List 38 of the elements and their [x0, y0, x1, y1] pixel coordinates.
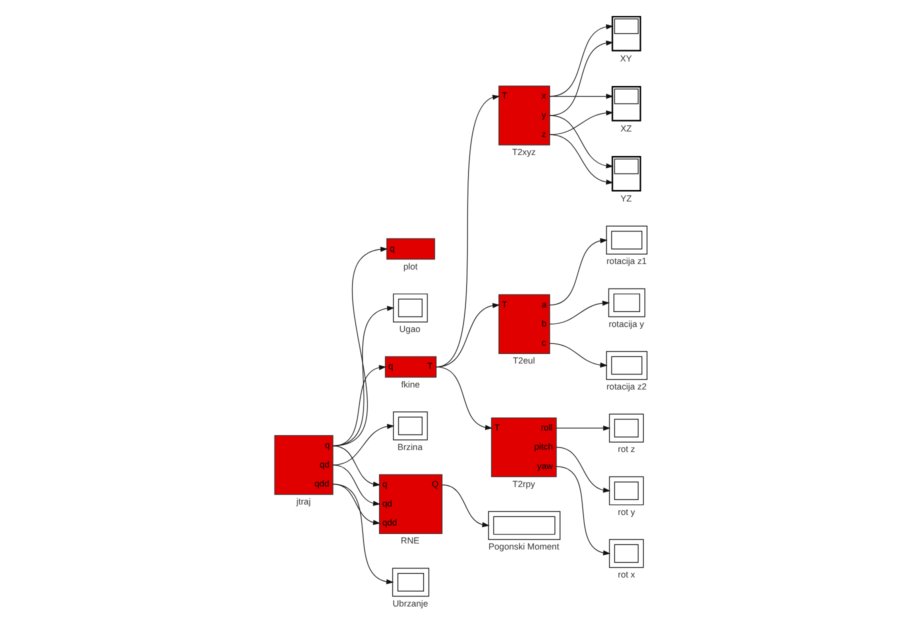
- node-label: jtraj: [296, 496, 310, 507]
- arrow: [548, 40, 613, 116]
- node-label: RNE: [400, 536, 419, 546]
- node-label: T2xyz: [512, 147, 536, 158]
- node-label: T2rpy: [512, 478, 535, 489]
- arrow: [332, 484, 380, 526]
- arrow: [548, 342, 608, 368]
- arrow: [548, 94, 613, 99]
- arrow: [548, 24, 613, 97]
- arrow: [548, 115, 613, 168]
- arrow: [441, 484, 490, 528]
- node-label: rot y: [617, 506, 635, 517]
- node-label: Ubrzanje: [392, 598, 428, 608]
- arrow: [555, 426, 610, 431]
- node-label: rot z: [617, 444, 635, 454]
- arrow: [332, 464, 380, 506]
- arrow: [555, 466, 610, 556]
- node-label: Brzina: [396, 442, 422, 452]
- arrow: [548, 300, 610, 325]
- node-label: rotacija z2: [606, 381, 646, 392]
- node-label: XZ: [620, 123, 632, 134]
- arrow: [435, 366, 492, 430]
- arrow: [548, 238, 608, 306]
- node-label: rotacija z1: [606, 256, 646, 266]
- arrow: [548, 110, 613, 136]
- arrow: [332, 445, 380, 487]
- node-label: YZ: [620, 193, 632, 204]
- node-label: fkine: [400, 379, 420, 390]
- node-label: plot: [402, 261, 418, 272]
- node-label: rot x: [617, 570, 635, 580]
- arrow: [332, 424, 394, 466]
- node-label: Ugao: [398, 324, 420, 334]
- arrow: [332, 484, 394, 584]
- node-label: Pogonski Moment: [488, 541, 559, 552]
- node-label: T2eul: [512, 356, 534, 366]
- node-label: rotacija y: [608, 318, 644, 329]
- node-label: XY: [620, 53, 632, 64]
- arrow: [555, 446, 610, 493]
